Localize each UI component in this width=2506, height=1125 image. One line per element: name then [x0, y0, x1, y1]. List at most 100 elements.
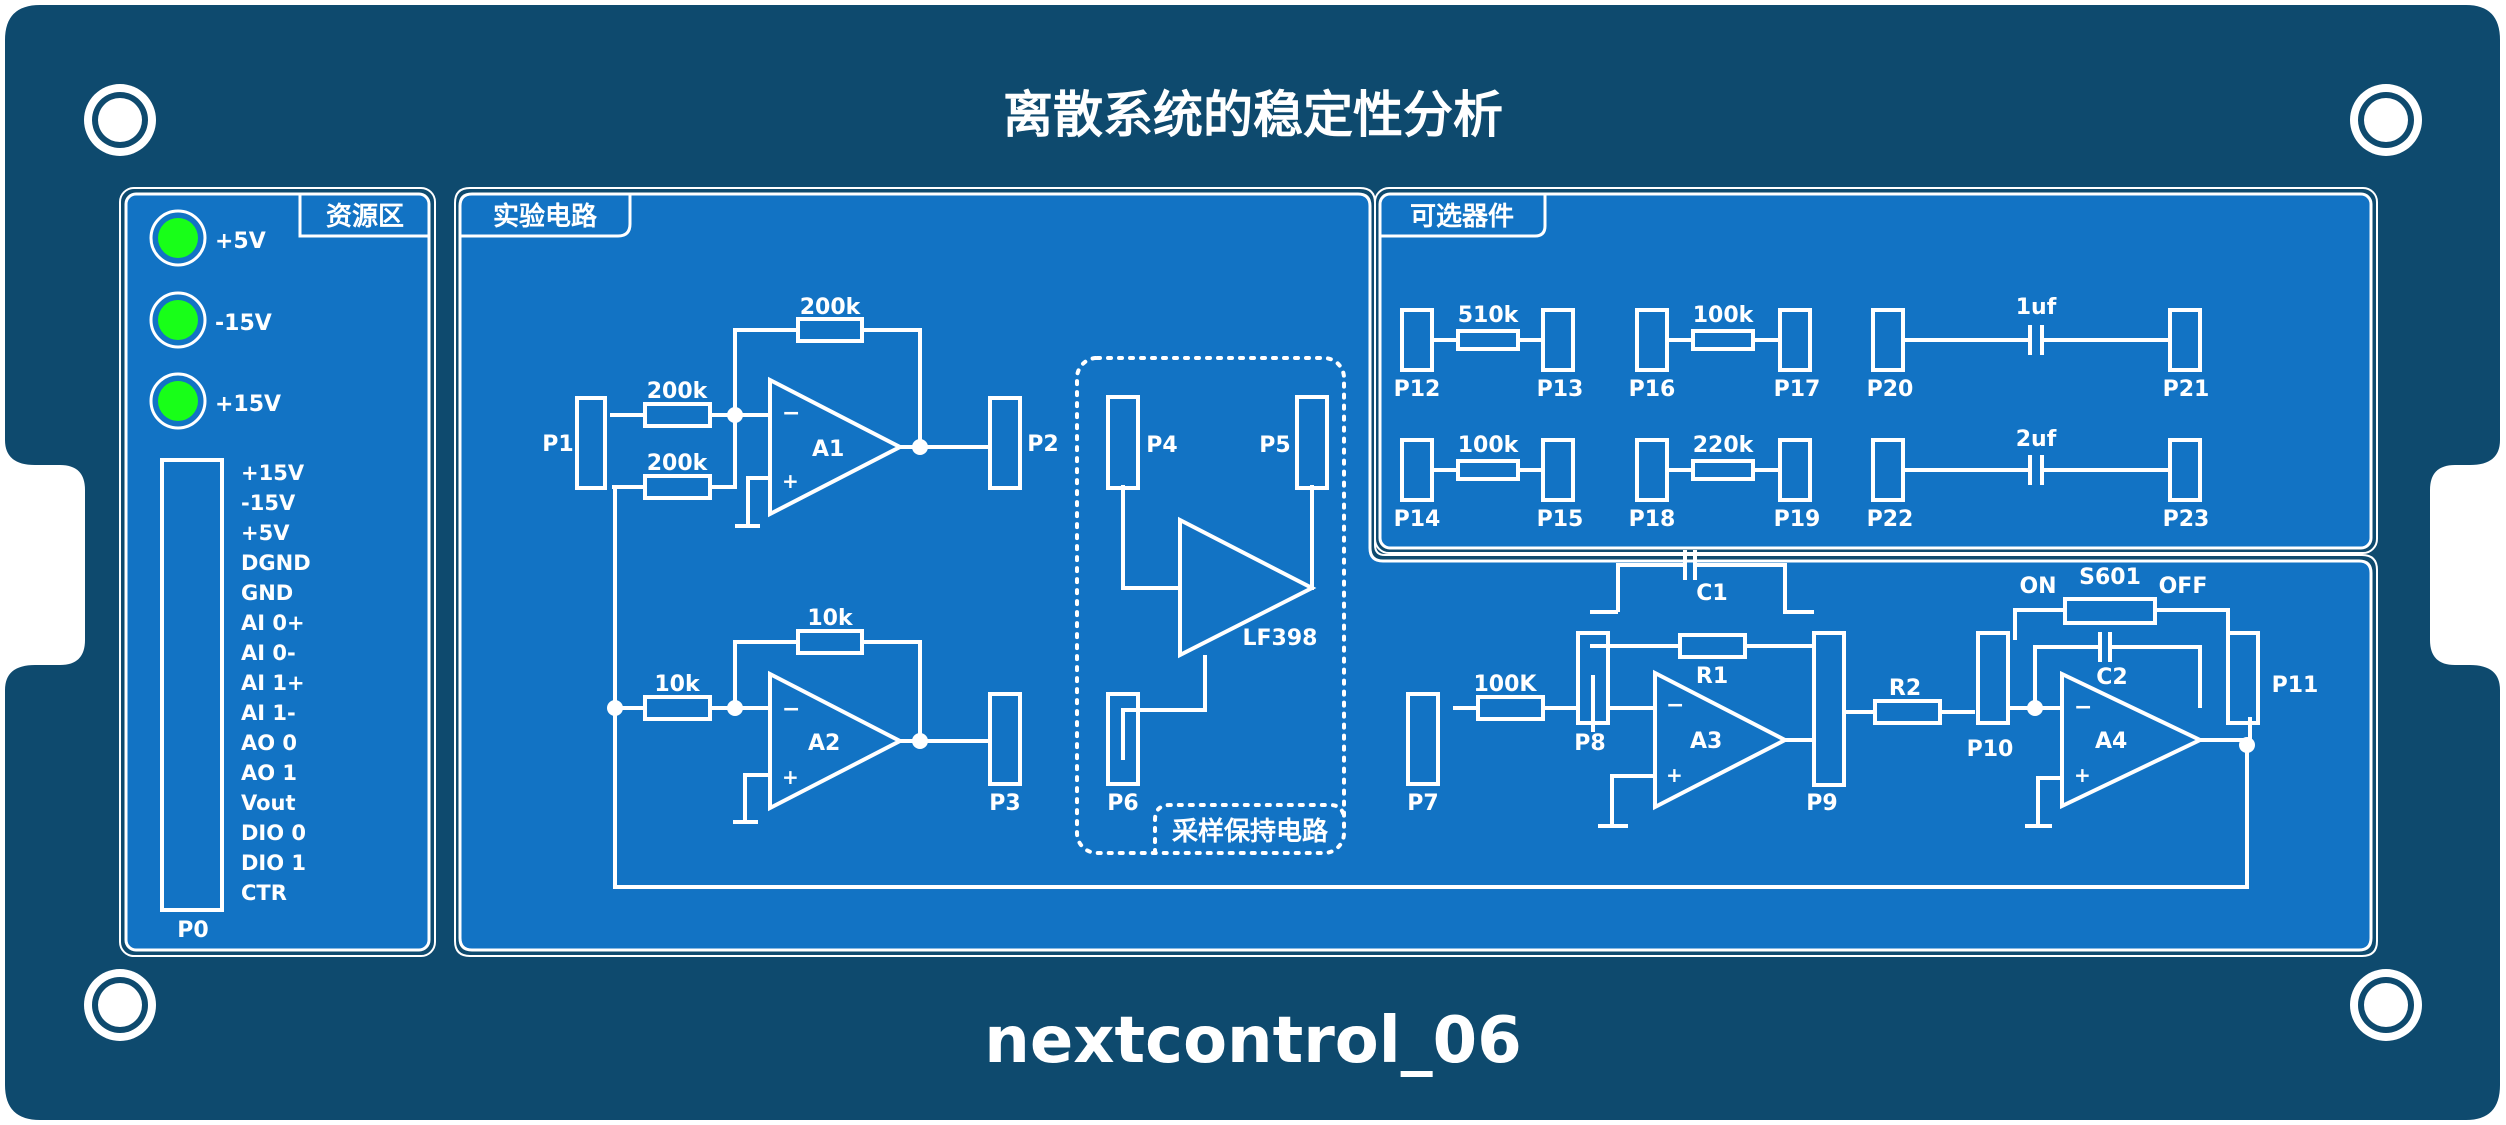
board-title: 离散系统的稳定性分析 — [1003, 86, 1503, 144]
optional-value-label: 2uf — [2016, 427, 2057, 452]
sample-hold-label: 采样保持电路 — [1172, 816, 1329, 847]
connector-pin-label: +15V — [241, 461, 305, 485]
switch-name-label: S601 — [2079, 565, 2141, 590]
port-label: P10 — [1967, 737, 2014, 762]
experiment-panel: 实验电路 — [454, 187, 2378, 957]
mounting-hole — [2350, 969, 2422, 1041]
svg-text:+: + — [782, 469, 799, 493]
optional-port-label: P16 — [1629, 377, 1676, 402]
optional-port-label: P14 — [1394, 507, 1441, 532]
experiment-panel-label: 实验电路 — [493, 201, 598, 232]
mounting-hole — [84, 84, 156, 156]
opamp-symbols — [768, 376, 2205, 812]
connector-pin-label: Vout — [241, 791, 296, 815]
optional-port-label: P18 — [1629, 507, 1676, 532]
port-p1[interactable] — [575, 396, 607, 490]
svg-text:−: − — [2074, 695, 2092, 720]
port-label: P9 — [1806, 791, 1837, 816]
resistor-label: R2 — [1889, 676, 1921, 701]
port-p11[interactable] — [2226, 631, 2260, 725]
optional-port-label: P12 — [1394, 377, 1441, 402]
resource-connector[interactable] — [160, 458, 224, 912]
connector-pin-label: AI 0- — [241, 641, 296, 665]
connector-pin-label: AO 1 — [241, 761, 297, 785]
port-label: P2 — [1027, 432, 1058, 457]
svg-text:−: − — [782, 401, 800, 426]
optional-value-label: 510k — [1458, 303, 1520, 328]
optional-resistor-510k — [1400, 308, 1575, 372]
port-p7[interactable] — [1406, 692, 1440, 786]
port-label: P11 — [2272, 673, 2319, 698]
port-label: P7 — [1407, 791, 1438, 816]
power-led-neg15v — [149, 291, 207, 349]
svg-text:−: − — [1666, 693, 1684, 718]
opamp-a3: A3 — [1690, 729, 1722, 754]
opamp-signs: − + − + − + − + — [782, 401, 2092, 789]
connector-pin-label: +5V — [241, 521, 290, 545]
optional-port-label: P13 — [1537, 377, 1584, 402]
optional-resistor-220k — [1635, 438, 1812, 502]
optional-port-label: P23 — [2163, 507, 2210, 532]
port-label: P4 — [1146, 433, 1177, 458]
resistor-label: 200k — [647, 379, 709, 404]
svg-text:+: + — [1666, 763, 1683, 787]
port-p8[interactable] — [1576, 631, 1610, 725]
connector-pin-label: AI 1- — [241, 701, 296, 725]
resistor-label: R1 — [1696, 664, 1728, 689]
optional-resistor-100k — [1635, 308, 1812, 372]
resistor-label: 200k — [800, 295, 862, 320]
svg-text:+: + — [2074, 763, 2091, 787]
optional-port-label: P19 — [1774, 507, 1821, 532]
power-led-label: +15V — [215, 392, 281, 417]
port-p4[interactable] — [1106, 395, 1140, 490]
port-label: P3 — [989, 791, 1020, 816]
port-label: P5 — [1259, 433, 1290, 458]
switch-off-label: OFF — [2159, 574, 2208, 599]
optional-capacitor-2uf — [1871, 438, 2202, 502]
optional-value-label: 100k — [1693, 303, 1755, 328]
port-p9[interactable] — [1812, 631, 1846, 787]
optional-value-label: 100k — [1458, 433, 1520, 458]
port-p6[interactable] — [1106, 692, 1140, 786]
connector-pin-label: DIO 1 — [241, 851, 306, 875]
power-led-5v — [149, 209, 207, 267]
port-p10[interactable] — [1976, 631, 2010, 725]
optional-port-label: P22 — [1867, 507, 1914, 532]
switch-on-label: ON — [2019, 574, 2056, 599]
port-label: P8 — [1574, 731, 1605, 756]
resource-connector-label: P0 — [177, 918, 208, 943]
connector-pin-label: AO 0 — [241, 731, 297, 755]
connector-pin-label: -15V — [241, 491, 296, 515]
experiment-ports[interactable] — [575, 395, 2260, 787]
lf398-label: LF398 — [1243, 626, 1318, 651]
optional-port-label: P17 — [1774, 377, 1821, 402]
connector-pin-label: DGND — [241, 551, 311, 575]
mounting-hole — [2350, 84, 2422, 156]
optional-components — [1400, 308, 2202, 502]
optional-resistor-100k-b — [1400, 438, 1575, 502]
resistor-label: 100K — [1474, 672, 1538, 697]
resistor-label: 10k — [654, 672, 701, 697]
resistor-label: 200k — [647, 451, 709, 476]
port-p3[interactable] — [988, 692, 1022, 786]
optional-port-label: P20 — [1867, 377, 1914, 402]
optional-value-label: 1uf — [2016, 295, 2057, 320]
connector-pin-label: GND — [241, 581, 293, 605]
power-led-label: +5V — [215, 229, 266, 254]
optional-panel-label: 可选器件 — [1410, 202, 1514, 232]
port-p5[interactable] — [1295, 395, 1329, 490]
sample-hold-box — [1075, 356, 1346, 855]
junction-dots — [607, 407, 2255, 753]
svg-text:−: − — [782, 697, 800, 722]
port-label: P1 — [542, 432, 573, 457]
port-p2[interactable] — [988, 396, 1022, 490]
svg-text:+: + — [782, 765, 799, 789]
power-led-15v — [149, 372, 207, 430]
connector-pin-label: AI 1+ — [241, 671, 305, 695]
port-label: P6 — [1107, 791, 1138, 816]
connector-pin-label: CTR — [241, 881, 287, 905]
capacitor-label: C2 — [2096, 665, 2127, 690]
resistor-symbols — [643, 317, 2157, 725]
